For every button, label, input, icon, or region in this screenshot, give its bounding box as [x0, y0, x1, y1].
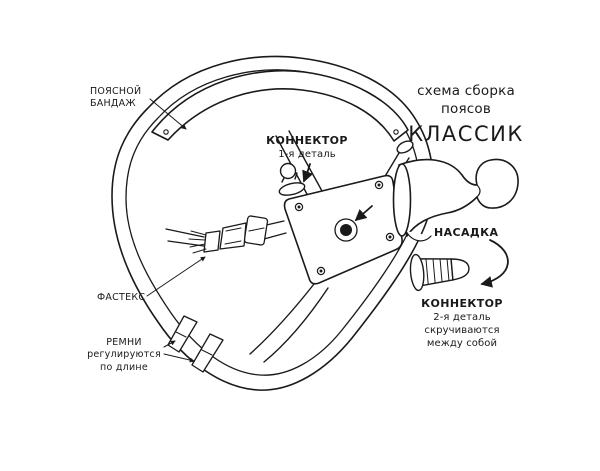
title-line-3: КЛАССИК: [408, 122, 524, 147]
connector-part-2: [409, 253, 470, 292]
plate-hole: [340, 224, 352, 236]
label-connector-2: КОННЕКТОР 2-я деталь скручиваются между …: [410, 297, 514, 350]
label-fastex: ФАСТЕКС: [97, 292, 146, 303]
connector-1-heading: КОННЕКТОР: [266, 134, 348, 147]
straps-line-2: регулируются: [87, 349, 161, 361]
title-line-1: схема сборка: [417, 83, 515, 99]
waist-band-line-2: БАНДАЖ: [90, 98, 136, 110]
title-line-2: поясов: [440, 100, 492, 117]
connector-2-line-1: 2-я деталь: [433, 312, 491, 324]
straps-line-3: по длине: [100, 361, 148, 373]
frayed-strap-end: [188, 230, 207, 254]
diagram-title: схема сборка поясов КЛАССИК: [388, 83, 544, 148]
connector-1-sub: 1-я деталь: [278, 149, 336, 161]
arrow-to-connector-2: [480, 239, 509, 288]
dildo-attachment: [392, 158, 519, 242]
arrow-to-plate-hole: [354, 205, 373, 222]
waist-pad: [151, 69, 409, 142]
connector-2-heading: КОННЕКТОР: [421, 297, 503, 310]
label-straps: РЕМНИ регулируются по длине: [84, 337, 164, 374]
leader-straps-1: [163, 340, 176, 348]
label-connector-1: КОННЕКТОР 1-я деталь: [258, 134, 356, 161]
label-waist-band: ПОЯСНОЙ БАНДАЖ: [90, 86, 141, 111]
leader-fastex: [146, 256, 206, 297]
strap-and-fastex-buckle: [165, 215, 287, 254]
connector-2-line-3: между собой: [426, 338, 498, 350]
waist-band-line-1: ПОЯСНОЙ: [90, 86, 142, 97]
annotation-arrows: [146, 98, 509, 363]
arrow-to-connector-1: [302, 163, 314, 183]
plate-screws: [294, 180, 395, 276]
straps-line-1: РЕМНИ: [106, 337, 142, 348]
mounting-plate: [283, 174, 403, 285]
connector-part-1: [278, 162, 306, 196]
strap-end-tips: [167, 315, 224, 373]
connector-2-line-2: скручиваются: [424, 325, 500, 337]
label-attachment: НАСАДКА: [434, 226, 499, 239]
leader-straps-2: [163, 353, 195, 363]
leader-waist-pad: [149, 98, 187, 130]
